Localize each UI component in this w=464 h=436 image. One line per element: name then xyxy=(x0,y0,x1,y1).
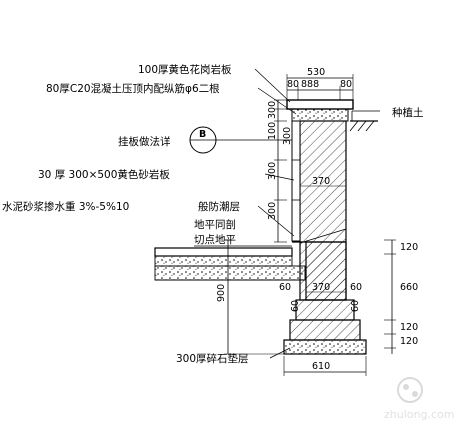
base-width-dim: 610 xyxy=(312,361,330,372)
lower-wall xyxy=(305,241,347,301)
cladding-method-label: 挂板做法详 xyxy=(118,135,171,148)
annotations: 100厚黄色花岗岩板 80厚C20混凝土压顶内配纵筋φ6二根 挂板做法详 B 3… xyxy=(2,63,297,365)
sandstone-label: 30 厚 300×500黄色砂岩板 xyxy=(38,168,170,181)
left-height-5: 300 xyxy=(282,127,293,145)
top-seg-3: 80 xyxy=(340,79,352,90)
concrete-cap xyxy=(291,108,349,122)
footing-ledge-right: 60 xyxy=(350,300,361,312)
top-width-dim: 530 xyxy=(307,67,325,78)
footing-offset-left: 60 xyxy=(279,282,291,293)
watermark-text: zhulong.com xyxy=(384,408,454,421)
left-height-2: 100 xyxy=(267,122,278,140)
top-seg-2: 888 xyxy=(301,79,319,90)
footing-ledge-left: 60 xyxy=(290,300,301,312)
footing-offset-right: 60 xyxy=(350,282,362,293)
detail-callout: B xyxy=(189,126,292,154)
planting-soil: 种植土 xyxy=(349,106,424,132)
watermark: zhulong.com xyxy=(384,377,454,421)
right-height-4: 120 xyxy=(400,336,418,347)
granite-cap xyxy=(286,99,354,110)
planting-soil-label: 种植土 xyxy=(392,106,424,119)
wall-width-upper: 370 xyxy=(312,176,330,187)
base-width-dimension: 610 xyxy=(283,356,367,376)
watermark-logo-icon xyxy=(397,377,423,403)
footing-step-2 xyxy=(289,319,361,341)
damp-proof-tail-label: 般防潮层 xyxy=(198,200,240,213)
paving xyxy=(154,247,306,281)
sandstone-cladding xyxy=(291,120,301,242)
callout-letter: B xyxy=(199,129,206,140)
depth-dim: 900 xyxy=(216,284,227,302)
wall-section xyxy=(283,99,367,355)
left-height-4: 300 xyxy=(267,202,278,220)
left-height-dims: 300 100 300 300 300 xyxy=(267,99,293,243)
gravel-bed-label: 300厚碎石垫层 xyxy=(176,352,249,365)
right-height-3: 120 xyxy=(400,322,418,333)
grade-note-2: 切点地平 xyxy=(194,233,236,246)
granite-cap-label: 100厚黄色花岗岩板 xyxy=(138,63,232,76)
top-seg-1: 80 xyxy=(287,79,299,90)
gravel-bed xyxy=(283,339,367,355)
footing-step-1 xyxy=(295,299,355,321)
top-dimensions: 530 80 888 80 xyxy=(286,67,354,100)
right-height-1: 120 xyxy=(400,242,418,253)
right-height-2: 660 xyxy=(400,282,418,293)
left-height-3: 300 xyxy=(267,162,278,180)
depth-dimension: 900 xyxy=(216,239,284,355)
concrete-cap-label: 80厚C20混凝土压顶内配纵筋φ6二根 xyxy=(46,82,220,95)
left-height-1: 300 xyxy=(267,101,278,119)
damp-proof-label: 水泥砂浆掺水重 3%-5%10 xyxy=(2,200,129,213)
wall-width-lower: 370 xyxy=(312,282,330,293)
right-height-dims: 120 660 120 120 xyxy=(384,239,418,354)
grade-note-1: 地平同剖 xyxy=(194,218,236,231)
